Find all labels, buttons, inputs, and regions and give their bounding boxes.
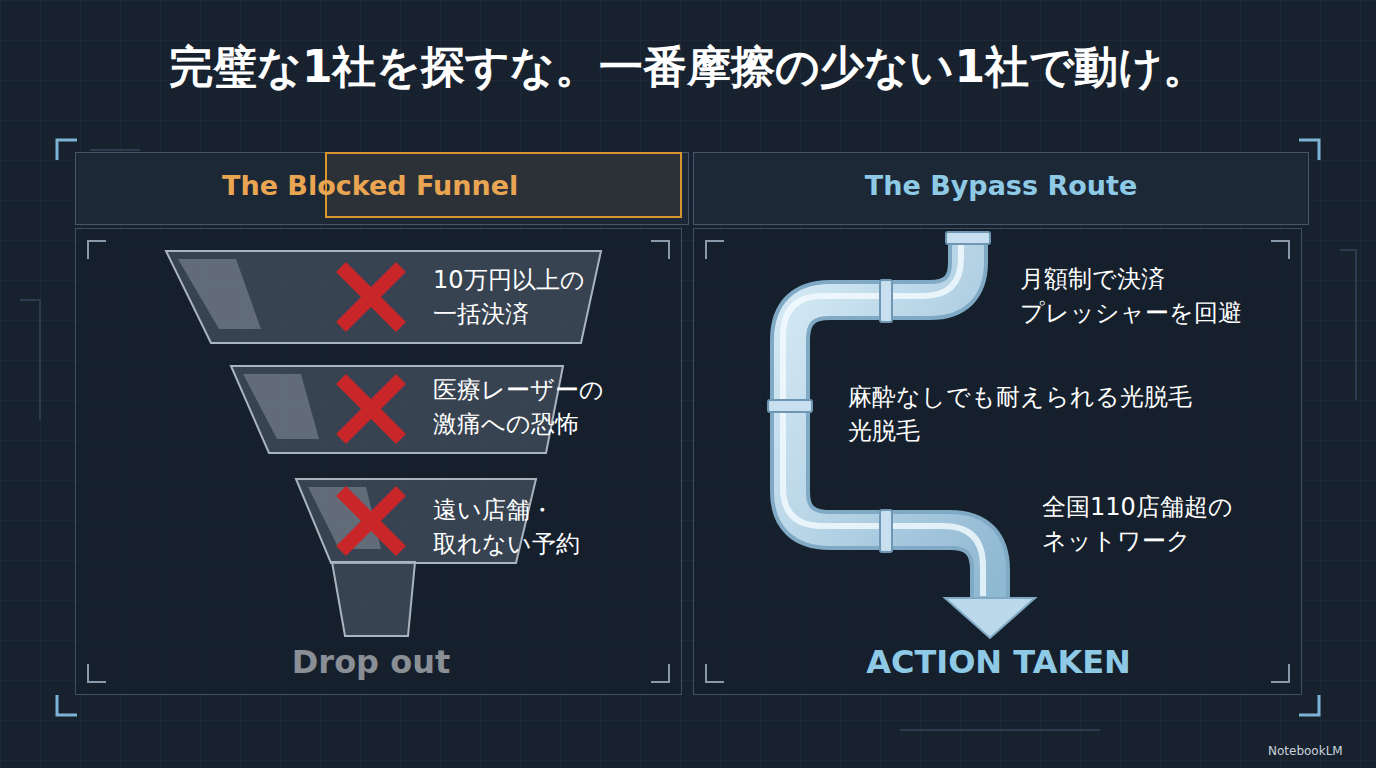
funnel-tier: 医療レーザーの 激痛への恐怖 (161, 363, 669, 455)
red-x (341, 379, 401, 439)
funnel-tier: 10万円以上の 一括決済 (161, 249, 649, 345)
red-x (341, 267, 401, 327)
pipe-note: 麻酔なしでも耐えられる光脱毛 光脱毛 (848, 380, 1192, 448)
funnel-tier: 遠い店舗・ 取れない予約 (161, 477, 649, 565)
pipe-collar (946, 232, 990, 244)
header-box: The Bypass Route (693, 152, 1309, 225)
header-label: The Blocked Funnel (76, 153, 688, 219)
pipe-collar (880, 510, 892, 552)
tier-outline (166, 251, 601, 343)
header-box: The Blocked Funnel (75, 152, 689, 225)
header-label: The Bypass Route (694, 153, 1308, 219)
pipe-shine (783, 232, 983, 596)
red-x (341, 491, 401, 551)
watermark: NotebookLM (1268, 744, 1343, 758)
pipe-collar (768, 400, 812, 412)
pipe-note: 月額制で決済 プレッシャーを回避 (1020, 262, 1242, 330)
panel-box: ACTION TAKEN (693, 228, 1302, 695)
tier-label: 遠い店舗・ 取れない予約 (433, 477, 649, 561)
panel-caption: ACTION TAKEN (694, 643, 1303, 681)
panel-box: Drop out 10万円以上の 一括決済医療レーザーの 激痛への恐怖遠い店舗・ … (75, 228, 682, 695)
corner-mark (706, 241, 1289, 682)
frame-brackets (57, 140, 1319, 715)
tier-glare (178, 259, 261, 329)
tier-shape (161, 249, 641, 345)
tier-label: 医療レーザーの 激痛への恐怖 (433, 363, 669, 441)
pipe-note: 全国110店舗超の ネットワーク (1042, 490, 1233, 558)
tier-label: 10万円以上の 一括決済 (433, 249, 649, 331)
pipe-collar (880, 280, 892, 322)
panel-caption: Drop out (76, 643, 666, 681)
tier-glare (243, 374, 319, 439)
circuit-lines (20, 150, 1356, 730)
funnel-stem (332, 562, 415, 636)
title: 完璧な1社を探すな。一番摩擦の少ない1社で動け。 (0, 38, 1376, 97)
corner-mark (88, 241, 669, 682)
arrow-head (945, 598, 1035, 638)
